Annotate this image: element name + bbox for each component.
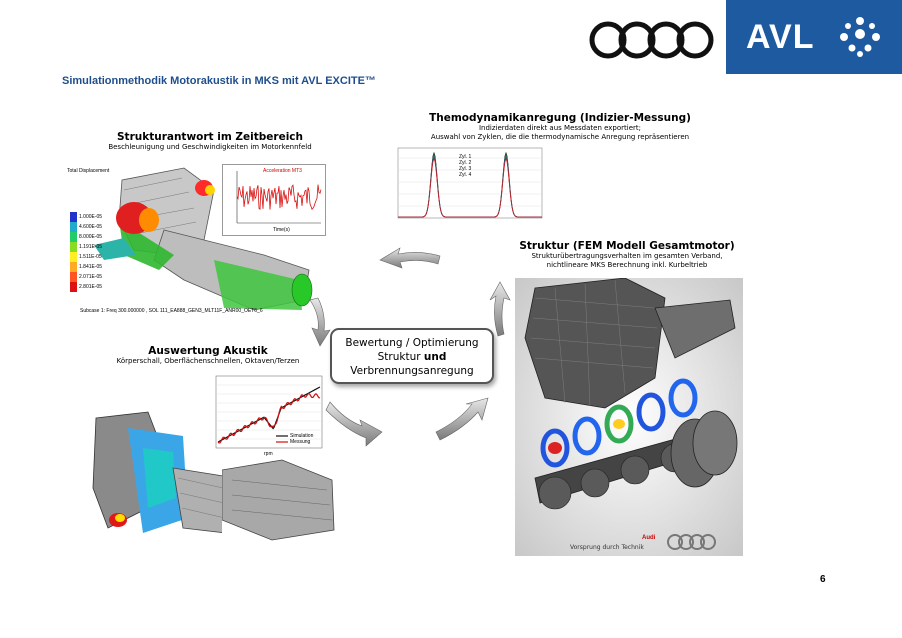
legend-title: Total Displacement <box>67 168 110 174</box>
fem-subtitle-1: Strukturübertragungsverhalten im gesamte… <box>531 252 723 260</box>
legend-values: 1.000E-05 4.600E-05 8.000E-05 1.191E-05 … <box>79 212 102 292</box>
avl-logo: AVL <box>726 0 902 74</box>
legend-value: 1.841E-05 <box>79 264 103 270</box>
struktur-zeit-subtitle: Beschleunigung und Geschwindigkeiten im … <box>108 143 312 151</box>
fe-footer: Subcase 1: Freq 300.000000 , SOL 111_EA8… <box>80 308 263 314</box>
legend-zyl-1: Zyl. 1 <box>459 154 472 160</box>
akustik-engine-image <box>88 408 228 541</box>
thermo-legend: Zyl. 1 Zyl. 2 Zyl. 3 Zyl. 4 <box>459 154 471 178</box>
audi-slogan: Vorsprung durch Technik <box>570 544 644 551</box>
audi-rings-icon <box>588 20 716 60</box>
legend-value: 1.191E-05 <box>79 244 103 250</box>
fem-subtitle-2: nichtlineare MKS Berechnung inkl. Kurbel… <box>546 261 708 269</box>
audi-small-rings-icon <box>667 534 716 550</box>
struktur-zeit-heading: Strukturantwort im Zeitbereich Beschleun… <box>100 131 320 152</box>
arrow-bottom-right <box>435 397 489 441</box>
center-line-2: Struktur und <box>332 350 492 364</box>
center-line-3: Verbrennungsanregung <box>350 365 474 377</box>
thermo-chart: Zyl. 1 Zyl. 2 Zyl. 3 Zyl. 4 <box>384 144 548 230</box>
center-evaluation-box: Bewertung / Optimierung Struktur und Ver… <box>330 328 494 384</box>
legend-value: 2.071E-05 <box>79 274 103 280</box>
fem-model-image <box>515 278 743 556</box>
center-line-2a: Struktur <box>377 351 424 363</box>
center-line-1: Bewertung / Optimierung <box>345 337 479 349</box>
accel-xlabel: Time(s) <box>273 227 290 233</box>
audi-word: Audi <box>642 535 656 541</box>
page-number: 6 <box>820 574 826 585</box>
fem-title: Struktur (FEM Modell Gesamtmotor) <box>519 240 735 252</box>
akustik-heading: Auswertung Akustik Körperschall, Oberflä… <box>88 345 328 366</box>
akustik-chart: Simulation Messung rpm <box>196 372 326 458</box>
arrow-right <box>489 281 511 337</box>
thermo-subtitle-1: Indizierdaten direkt aus Messdaten expor… <box>478 124 642 132</box>
thermo-subtitle-2: Auswahl von Zyklen, die die thermodynami… <box>430 133 690 141</box>
avl-dots-icon <box>840 17 880 57</box>
acceleration-chart: Acceleration MT3 Time(s) <box>222 164 326 236</box>
accel-legend: Acceleration MT3 <box>263 168 302 174</box>
arrow-top <box>379 247 441 269</box>
thermo-title: Themodynamikanregung (Indizier-Messung) <box>429 112 691 124</box>
legend-zyl-2: Zyl. 2 <box>459 160 472 166</box>
displacement-colorbar <box>70 212 77 292</box>
legend-zyl-3: Zyl. 3 <box>459 166 472 172</box>
center-line-2b: und <box>423 351 447 363</box>
legend-value: 1.000E-05 <box>79 214 103 220</box>
slide-title: Simulationmethodik Motorakustik in MKS m… <box>62 75 376 87</box>
legend-value: 2.801E-05 <box>79 284 103 290</box>
fem-heading: Struktur (FEM Modell Gesamtmotor) Strukt… <box>512 240 742 270</box>
thermo-heading: Themodynamikanregung (Indizier-Messung) … <box>400 112 720 142</box>
akustik-xlabel: rpm <box>264 451 273 457</box>
legend-value: 1.511E-05 <box>79 254 102 260</box>
legend-value: 8.000E-05 <box>79 234 103 240</box>
akustik-subtitle: Körperschall, Oberflächenschnellen, Okta… <box>116 357 300 365</box>
legend-zyl-4: Zyl. 4 <box>459 172 472 178</box>
legend-simulation: Simulation <box>290 433 314 439</box>
legend-messung: Messung <box>290 439 311 445</box>
akustik-title: Auswertung Akustik <box>148 345 268 357</box>
pressure-trace <box>398 157 542 218</box>
akustik-gearbox-image <box>222 450 338 542</box>
legend-value: 4.600E-05 <box>79 224 103 230</box>
struktur-zeit-title: Strukturantwort im Zeitbereich <box>116 131 304 143</box>
engine-fe-image <box>64 160 336 316</box>
arrow-bottom-left <box>325 401 383 447</box>
avl-logo-text: AVL <box>746 18 815 56</box>
